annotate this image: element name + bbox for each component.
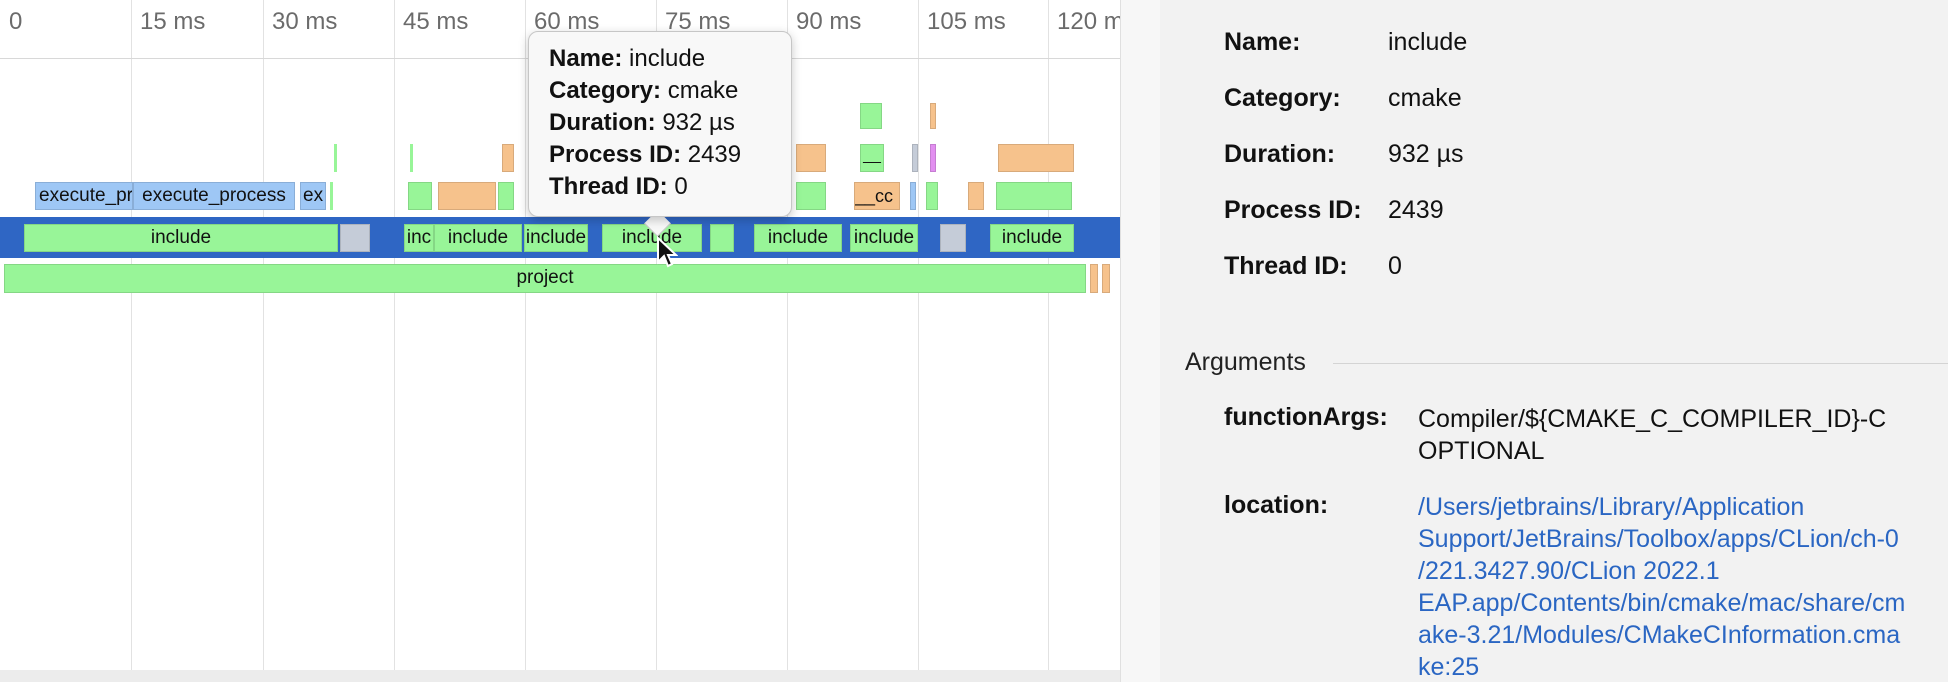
function-args-label: functionArgs: [1224, 403, 1388, 431]
details-pid-label: Process ID: [1224, 196, 1362, 224]
gridline [1048, 0, 1049, 670]
tooltip-tid-label: Thread ID: [549, 173, 668, 200]
event-bar[interactable] [860, 103, 882, 129]
event-bar[interactable] [438, 182, 496, 210]
event-bar[interactable]: __ [860, 144, 884, 172]
project-bar[interactable]: project [4, 264, 1086, 293]
include-bar[interactable]: include [434, 224, 522, 252]
details-duration-value: 932 µs [1388, 140, 1464, 168]
details-tid-value: 0 [1388, 252, 1402, 280]
details-category-value: cmake [1388, 84, 1462, 112]
tooltip-category-value: cmake [667, 77, 739, 104]
event-bar[interactable] [910, 182, 916, 210]
gridline [525, 0, 526, 670]
details-tid-label: Thread ID: [1224, 252, 1348, 280]
gridline [656, 0, 657, 670]
gridline [394, 0, 395, 670]
tick-label: 45 ms [403, 8, 469, 35]
include-bar[interactable]: include [24, 224, 338, 252]
event-bar[interactable]: __cc [854, 182, 900, 210]
tick-label: 90 ms [796, 8, 862, 35]
event-bar[interactable] [926, 182, 938, 210]
location-line: ake-3.21/Modules/CMakeCInformation.cma [1418, 621, 1901, 649]
location-link[interactable]: /Users/jetbrains/Library/Application Sup… [1418, 491, 1905, 682]
event-bar[interactable] [912, 144, 918, 172]
event-bar[interactable] [410, 144, 413, 172]
gridline [131, 0, 132, 670]
event-details-panel: Name: include Category: cmake Duration: … [1160, 0, 1948, 682]
event-bar[interactable] [710, 224, 734, 252]
tick-label: 30 ms [272, 8, 338, 35]
event-bar[interactable] [330, 182, 333, 210]
tooltip-tid-value: 0 [674, 173, 688, 200]
function-args-line: Compiler/${CMAKE_C_COMPILER_ID}-C [1418, 405, 1887, 433]
details-category-label: Category: [1224, 84, 1341, 112]
event-bar[interactable] [1090, 264, 1098, 293]
details-pid-value: 2439 [1388, 196, 1444, 224]
details-name-value: include [1388, 28, 1468, 56]
event-bar[interactable] [498, 182, 514, 210]
event-bar[interactable] [998, 144, 1074, 172]
gridline [787, 0, 788, 670]
tooltip-pid-value: 2439 [687, 141, 742, 168]
location-line: /221.3427.90/CLion 2022.1 [1418, 557, 1720, 585]
section-divider [1333, 363, 1948, 364]
tooltip-name-label: Name: [549, 45, 623, 72]
time-ruler: 0 15 ms 30 ms 45 ms 60 ms 75 ms 90 ms 10… [0, 0, 1120, 59]
event-bar[interactable] [996, 182, 1072, 210]
event-bar[interactable] [1102, 264, 1110, 293]
location-line: /Users/jetbrains/Library/Application [1418, 493, 1805, 521]
location-label: location: [1224, 491, 1329, 519]
event-bar[interactable] [796, 182, 826, 210]
location-line: EAP.app/Contents/bin/cmake/mac/share/cm [1418, 589, 1906, 617]
tick-label: 0 [9, 8, 23, 35]
include-bar[interactable]: inc [404, 224, 434, 252]
include-bar[interactable]: include [754, 224, 842, 252]
event-bar[interactable] [408, 182, 432, 210]
selected-track[interactable]: include inc include include include incl… [0, 217, 1120, 258]
include-bar[interactable]: include [524, 224, 588, 252]
gridline [918, 0, 919, 670]
horizontal-scrollbar[interactable] [0, 670, 1120, 682]
execute-process-bar[interactable]: execute_pr [35, 182, 133, 210]
tooltip-duration-value: 932 µs [662, 109, 735, 136]
tick-label: 60 ms [534, 8, 600, 35]
event-bar[interactable] [340, 224, 370, 252]
gridline [263, 0, 264, 670]
location-line: ke:25 [1418, 653, 1480, 681]
execute-process-bar[interactable]: ex [300, 182, 326, 210]
event-bar[interactable] [930, 144, 936, 172]
tick-label: 120 m [1057, 8, 1120, 35]
details-duration-label: Duration: [1224, 140, 1336, 168]
event-bar[interactable] [940, 224, 966, 252]
event-bar[interactable] [502, 144, 514, 172]
event-bar[interactable] [968, 182, 984, 210]
include-bar[interactable]: include [850, 224, 918, 252]
include-bar[interactable]: include [990, 224, 1074, 252]
tooltip-name-value: include [629, 45, 706, 72]
tooltip-category-label: Category: [549, 77, 662, 104]
tick-label: 105 ms [927, 8, 1006, 35]
details-name-label: Name: [1224, 28, 1301, 56]
function-args-value[interactable]: Compiler/${CMAKE_C_COMPILER_ID}-C OPTION… [1418, 403, 1886, 467]
event-bar[interactable] [334, 144, 337, 172]
include-bar[interactable]: include [602, 224, 702, 252]
tick-label: 15 ms [140, 8, 206, 35]
tooltip-duration-label: Duration: [549, 109, 656, 136]
event-bar[interactable] [930, 103, 936, 129]
tooltip-pid-label: Process ID: [549, 141, 682, 168]
tick-label: 75 ms [665, 8, 731, 35]
execute-process-bar[interactable]: execute_process [133, 182, 295, 210]
location-line: Support/JetBrains/Toolbox/apps/CLion/ch-… [1418, 525, 1899, 553]
panel-splitter[interactable] [1120, 0, 1161, 682]
function-args-line: OPTIONAL [1418, 437, 1545, 465]
event-tooltip: Name: include Category: cmake Duration: … [528, 31, 792, 217]
mouse-cursor-icon [657, 236, 678, 268]
event-bar[interactable] [796, 144, 826, 172]
flame-chart[interactable]: 0 15 ms 30 ms 45 ms 60 ms 75 ms 90 ms 10… [0, 0, 1120, 670]
arguments-section-title: Arguments [1185, 348, 1306, 376]
